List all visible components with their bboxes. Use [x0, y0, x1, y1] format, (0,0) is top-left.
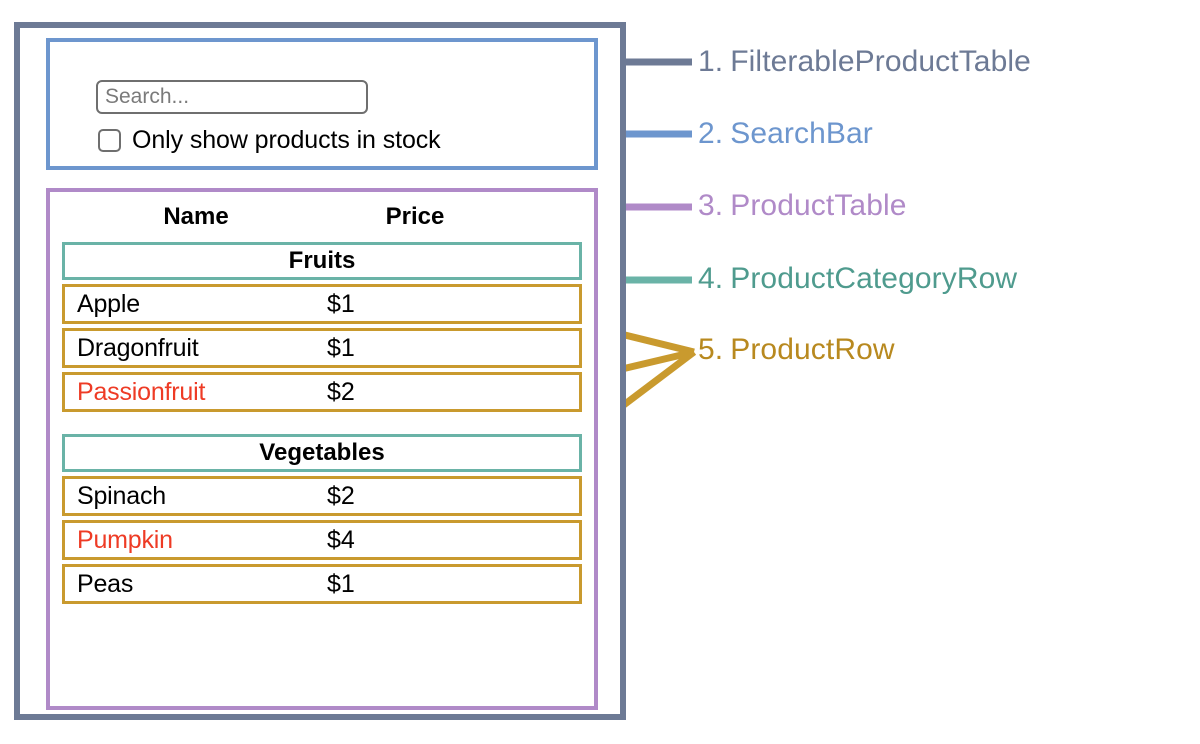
- legend-number: 1.: [698, 45, 724, 78]
- product-row: Dragonfruit $1: [62, 328, 582, 368]
- legend-label: ProductCategoryRow: [730, 262, 1018, 295]
- legend-item-product-category-row: 4.ProductCategoryRow: [698, 262, 1017, 296]
- legend-item-search-bar: 2.SearchBar: [698, 117, 873, 151]
- search-bar: Only show products in stock: [46, 38, 598, 170]
- product-table-inner: Name Price Fruits Apple $1 Dragonfruit $…: [54, 192, 590, 706]
- product-category-row: Vegetables: [62, 434, 582, 472]
- product-price: $1: [327, 333, 355, 362]
- product-price: $2: [327, 481, 355, 510]
- legend-item-filterable-product-table: 1.FilterableProductTable: [698, 45, 1031, 79]
- product-row: Spinach $2: [62, 476, 582, 516]
- table-header-row: Name Price: [54, 192, 590, 242]
- legend-item-product-table: 3.ProductTable: [698, 189, 907, 223]
- product-price: $4: [327, 525, 355, 554]
- in-stock-filter-row[interactable]: Only show products in stock: [98, 126, 441, 155]
- in-stock-checkbox-label: Only show products in stock: [132, 126, 441, 154]
- legend-number: 4.: [698, 262, 724, 295]
- product-category-label: Vegetables: [259, 439, 385, 466]
- legend-number: 5.: [698, 333, 724, 366]
- legend-label: SearchBar: [730, 117, 873, 150]
- legend-number: 3.: [698, 189, 724, 222]
- product-name: Dragonfruit: [77, 333, 199, 362]
- legend-number: 2.: [698, 117, 724, 150]
- product-row: Peas $1: [62, 564, 582, 604]
- product-name: Passionfruit: [77, 377, 206, 406]
- product-table: Name Price Fruits Apple $1 Dragonfruit $…: [46, 188, 598, 710]
- legend-label: FilterableProductTable: [730, 45, 1031, 78]
- column-header-price: Price: [385, 203, 445, 230]
- product-price: $2: [327, 377, 355, 406]
- product-category-label: Fruits: [288, 247, 356, 274]
- legend-item-product-row: 5.ProductRow: [698, 333, 895, 367]
- product-category-row: Fruits: [62, 242, 582, 280]
- product-name: Pumpkin: [77, 525, 173, 554]
- legend-label: ProductRow: [730, 333, 895, 366]
- product-price: $1: [327, 289, 355, 318]
- product-name: Apple: [77, 289, 140, 318]
- product-row: Pumpkin $4: [62, 520, 582, 560]
- product-price: $1: [327, 569, 355, 598]
- product-name: Spinach: [77, 481, 166, 510]
- column-header-name: Name: [163, 203, 229, 230]
- product-row: Passionfruit $2: [62, 372, 582, 412]
- search-input[interactable]: [96, 80, 368, 114]
- product-row: Apple $1: [62, 284, 582, 324]
- checkbox-icon[interactable]: [98, 129, 121, 152]
- product-name: Peas: [77, 569, 134, 598]
- filterable-product-table: Only show products in stock Name Price F…: [14, 22, 626, 720]
- legend-label: ProductTable: [730, 189, 907, 222]
